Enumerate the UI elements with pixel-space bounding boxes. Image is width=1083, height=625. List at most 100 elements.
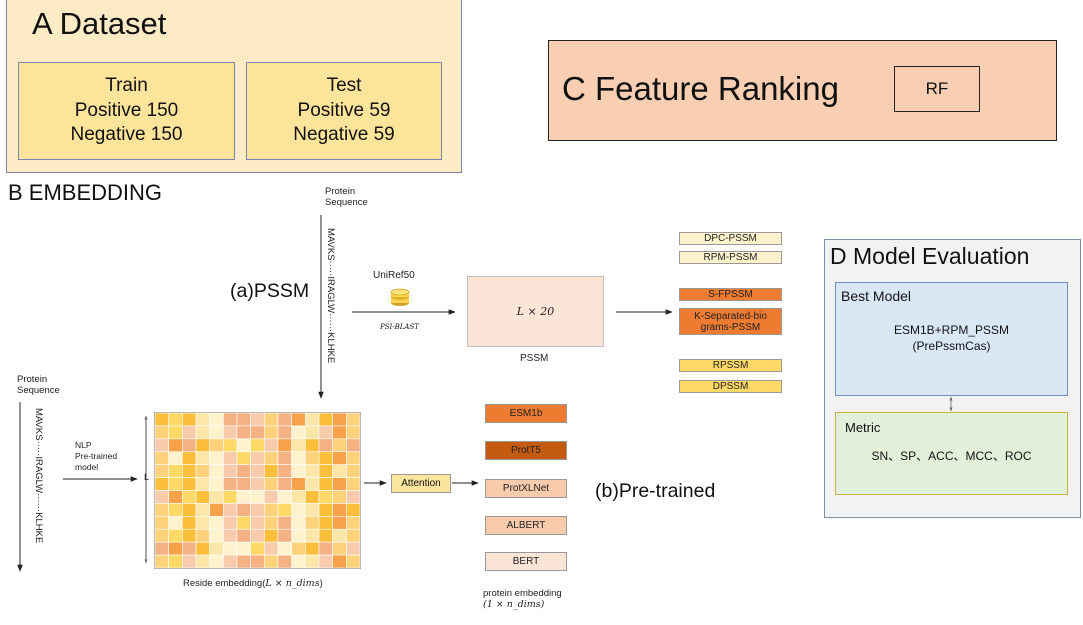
best-model-title: Best Model — [841, 288, 912, 304]
heatmap-cell — [154, 528, 169, 543]
heatmap-cell — [236, 451, 251, 465]
heatmap-cell — [277, 412, 292, 427]
heatmap-cell — [291, 477, 306, 491]
train-box: Train Positive 150 Negative 150 — [18, 62, 235, 160]
heatmap-cell — [154, 503, 169, 517]
residue-caption: Reside embedding(L × n_dims) — [183, 578, 323, 589]
heatmap-cell — [154, 412, 169, 427]
heatmap-cell — [332, 451, 347, 465]
pssm-sequence-text: MAVKS·····IRAGLW······KLHKE — [325, 228, 336, 364]
residue-embedding-heatmap — [154, 412, 361, 569]
heatmap-cell — [264, 438, 279, 453]
heatmap-cell — [332, 477, 347, 491]
heatmap-cell — [168, 490, 183, 504]
heatmap-cell — [223, 516, 238, 530]
heatmap-cell — [291, 464, 306, 478]
heatmap-cell — [223, 554, 238, 569]
heatmap-cell — [250, 490, 265, 504]
heatmap-cell — [305, 516, 320, 530]
heatmap-cell — [291, 438, 306, 453]
model-evaluation-title: D Model Evaluation — [830, 243, 1030, 269]
heatmap-cell — [236, 425, 251, 440]
heatmap-cell — [223, 528, 238, 543]
nlp-model-label: NLP Pre-trained model — [75, 440, 118, 472]
heatmap-cell — [223, 503, 238, 517]
model-prott5: ProtT5 — [485, 441, 567, 460]
heatmap-cell — [182, 438, 197, 453]
feature-dpc-pssm: DPC-PSSM — [679, 232, 782, 245]
heatmap-cell — [154, 490, 169, 504]
test-negative: Negative 59 — [293, 124, 395, 146]
heatmap-cell — [195, 438, 210, 453]
heatmap-cell — [291, 490, 306, 504]
heatmap-cell — [209, 425, 224, 440]
heatmap-cell — [236, 516, 251, 530]
heatmap-cell — [318, 464, 333, 478]
heatmap-cell — [318, 554, 333, 569]
heatmap-cell — [154, 554, 169, 569]
heatmap-cell — [332, 503, 347, 517]
feature-rpm-pssm: RPM-PSSM — [679, 251, 782, 264]
heatmap-cell — [346, 503, 361, 517]
heatmap-cell — [209, 503, 224, 517]
heatmap-cell — [195, 425, 210, 440]
heatmap-cell — [346, 516, 361, 530]
pssm-branch-label: (a)PSSM — [230, 280, 310, 302]
heatmap-cell — [250, 554, 265, 569]
heatmap-cell — [346, 425, 361, 440]
heatmap-cell — [305, 412, 320, 427]
heatmap-cell — [264, 490, 279, 504]
metric-box — [835, 412, 1068, 495]
heatmap-cell — [209, 438, 224, 453]
heatmap-cell — [318, 516, 333, 530]
heatmap-cell — [195, 464, 210, 478]
heatmap-cell — [154, 425, 169, 440]
heatmap-cell — [332, 516, 347, 530]
heatmap-cell — [277, 503, 292, 517]
feature-ranking-panel — [548, 40, 1057, 141]
heatmap-cell — [168, 541, 183, 556]
pssm-protein-sequence: Protein Sequence — [325, 186, 368, 208]
heatmap-cell — [332, 425, 347, 440]
heatmap-cell — [195, 477, 210, 491]
model-protxlnet: ProtXLNet — [485, 479, 567, 498]
protein-embedding-caption: protein embedding (1 × n_dims) — [483, 588, 562, 610]
database-icon — [389, 287, 411, 307]
heatmap-cell — [250, 516, 265, 530]
heatmap-cell — [182, 464, 197, 478]
heatmap-cell — [236, 490, 251, 504]
heatmap-cell — [168, 438, 183, 453]
heatmap-cell — [318, 451, 333, 465]
heatmap-cell — [223, 451, 238, 465]
heatmap-cell — [154, 541, 169, 556]
heatmap-cell — [291, 516, 306, 530]
heatmap-cell — [182, 503, 197, 517]
heatmap-cell — [236, 503, 251, 517]
heatmap-cell — [346, 554, 361, 569]
heatmap-cell — [195, 412, 210, 427]
heatmap-cell — [318, 425, 333, 440]
heatmap-cell — [195, 554, 210, 569]
heatmap-cell — [291, 554, 306, 569]
heatmap-cell — [277, 438, 292, 453]
feature-k-separated-bigrams-pssm: K-Separated-bio grams-PSSM — [679, 308, 782, 335]
model-esm1b: ESM1b — [485, 404, 567, 423]
dataset-title: A Dataset — [32, 6, 167, 41]
train-label: Train — [105, 75, 148, 97]
heatmap-cell — [332, 464, 347, 478]
heatmap-cell — [250, 425, 265, 440]
heatmap-cell — [223, 412, 238, 427]
plm-protein-sequence: Protein Sequence — [17, 374, 60, 396]
pretrained-branch-label: (b)Pre-trained — [595, 480, 716, 502]
heatmap-cell — [346, 438, 361, 453]
heatmap-cell — [236, 528, 251, 543]
heatmap-cell — [168, 477, 183, 491]
heatmap-cell — [305, 541, 320, 556]
heatmap-cell — [182, 554, 197, 569]
heatmap-cell — [332, 528, 347, 543]
heatmap-cell — [346, 490, 361, 504]
heatmap-cell — [346, 451, 361, 465]
heatmap-cell — [264, 528, 279, 543]
heatmap-cell — [318, 477, 333, 491]
heatmap-cell — [209, 412, 224, 427]
